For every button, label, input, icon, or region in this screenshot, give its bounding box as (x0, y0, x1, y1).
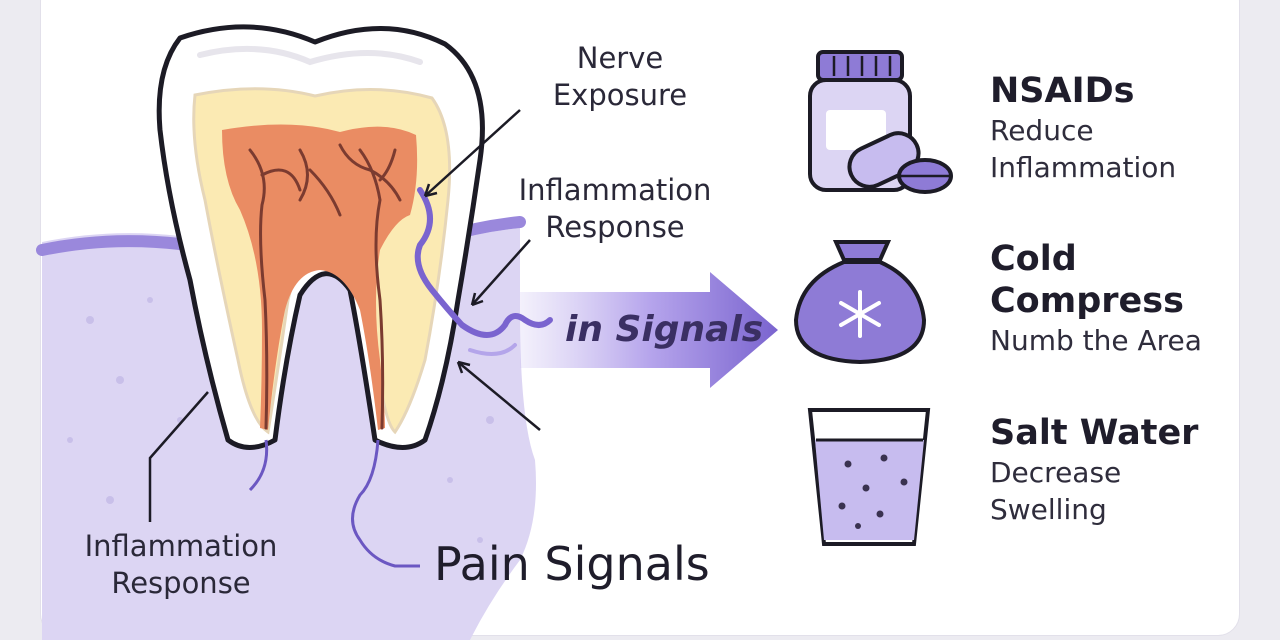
nerve-branches (248, 143, 402, 430)
treatment-desc: Swelling (990, 493, 1107, 526)
arrow-signals-label: in Signals (565, 309, 764, 350)
treatment-desc: Inflammation (990, 151, 1177, 184)
pill-bottle-icon (808, 50, 953, 194)
treatment-title: Salt Water (990, 413, 1199, 453)
nerve-wave (414, 187, 553, 338)
treatment-desc: Numb the Area (990, 324, 1202, 357)
inflammation-response-top-label: Inflammation Response (518, 173, 712, 244)
nerve-wave-echo (468, 343, 517, 356)
gum-dots (67, 297, 494, 543)
treatment-title: Cold (990, 239, 1077, 279)
treatment-desc: Reduce (990, 114, 1094, 147)
tooth-pulp (222, 124, 418, 430)
nerve-exposure-label: Nerve Exposure (552, 41, 688, 112)
treatment-title: NSAIDs (990, 71, 1135, 111)
ice-pack-icon (793, 240, 927, 365)
water-glass-icon (807, 408, 931, 546)
root-nerve-right (351, 439, 420, 568)
treatment-cold-compress: Cold Compress Numb the Area (990, 238, 1202, 359)
pointer-lines (148, 109, 541, 522)
treatment-salt-water: Salt Water Decrease Swelling (990, 412, 1198, 528)
enamel-highlight (197, 45, 423, 66)
pain-signals-label: Pain Signals (434, 537, 710, 591)
treatment-title: Compress (990, 281, 1184, 321)
snowflake-icon (839, 290, 881, 338)
treatment-desc: Decrease (990, 456, 1122, 489)
pain-signal-arrow (520, 272, 778, 388)
root-nerve-left (248, 439, 269, 492)
inflammation-response-left-label: Inflammation Response (84, 529, 278, 600)
treatment-nsaids: NSAIDs Reduce Inflammation (990, 70, 1176, 186)
